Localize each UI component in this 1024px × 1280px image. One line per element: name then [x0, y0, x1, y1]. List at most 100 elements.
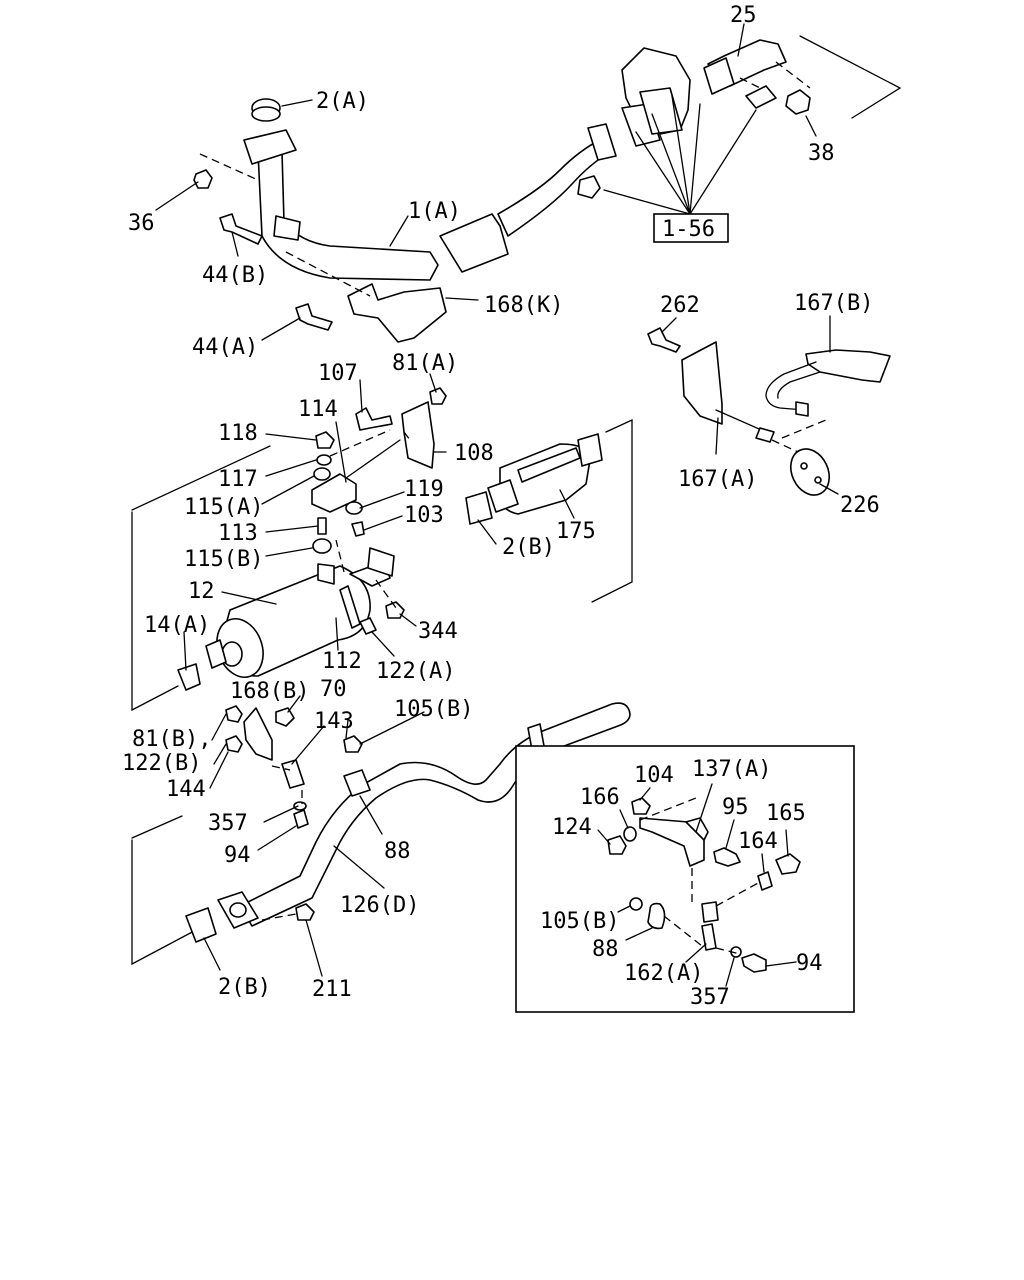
callout-262: 262 [660, 293, 700, 318]
front-pipe-flange [243, 129, 297, 165]
callout-12: 12 [188, 579, 215, 604]
callout-88-left: 88 [384, 839, 411, 864]
callout-167a: 167(A) [678, 467, 757, 492]
callout-105b-top: 105(B) [394, 697, 473, 722]
bolt-107 [355, 407, 393, 431]
manifold-flange-plate [639, 87, 683, 135]
muffler-assembly [131, 373, 633, 712]
callout-124: 124 [552, 815, 592, 840]
callout-103: 103 [404, 503, 444, 528]
callout-137a: 137(A) [692, 757, 771, 782]
callout-164: 164 [738, 829, 778, 854]
callout-labels: 25 2(A) 38 36 1(A) 1-56 44(B) 168(K) 44(… [122, 3, 880, 1010]
pin-164 [757, 871, 773, 891]
callout-36: 36 [128, 211, 155, 236]
callout-122a: 122(A) [376, 659, 455, 684]
callout-126d: 126(D) [340, 893, 419, 918]
callout-25: 25 [730, 3, 757, 28]
heat-shield-112 [339, 585, 361, 629]
callout-105b-inset: 105(B) [540, 909, 619, 934]
clamp-88-inset [647, 902, 666, 930]
pipe-clamp-bracket [273, 215, 301, 241]
callout-165: 165 [766, 801, 806, 826]
bracket-167b [805, 349, 891, 383]
callout-112: 112 [322, 649, 362, 674]
hanger-rod-tip [795, 401, 809, 417]
callout-94-left: 94 [224, 843, 251, 868]
callout-81a: 81(A) [392, 351, 458, 376]
muffler-inlet-flange [367, 547, 395, 577]
callout-226: 226 [840, 493, 880, 518]
nut-81b [225, 705, 243, 723]
bushing-inset [701, 901, 719, 923]
bracket-168k [347, 283, 447, 343]
bolt-94 [293, 809, 309, 829]
callout-1a: 1(A) [408, 199, 461, 224]
washer-357 [293, 801, 307, 811]
nut-36 [193, 169, 213, 189]
rubber-143 [281, 759, 305, 789]
callout-70: 70 [320, 677, 347, 702]
callout-117: 117 [218, 467, 258, 492]
nut-118 [315, 431, 335, 449]
stud-bolt [745, 85, 777, 109]
nut-105b [343, 735, 363, 753]
gasket-2b-bottom [185, 907, 217, 943]
callout-166: 166 [580, 785, 620, 810]
front-catalyst-body [439, 213, 509, 273]
callout-113: 113 [218, 521, 258, 546]
callout-108: 108 [454, 441, 494, 466]
callout-211: 211 [312, 977, 352, 1002]
rubber-105b-inset [629, 897, 643, 911]
bracket-114 [311, 473, 357, 513]
callout-44a: 44(A) [192, 335, 258, 360]
callout-168k: 168(K) [484, 293, 563, 318]
nut-81a [429, 387, 447, 405]
nut-211 [295, 903, 315, 921]
callout-107: 107 [318, 361, 358, 386]
spacer-113 [317, 517, 327, 535]
rear-hanger-assembly [647, 315, 891, 496]
bracket-168b [243, 707, 273, 761]
callout-95: 95 [722, 795, 749, 820]
callout-2b-mid: 2(B) [502, 535, 555, 560]
bolt-44b [219, 213, 263, 245]
catalyst-inlet [487, 479, 519, 513]
callout-357-inset: 357 [690, 985, 730, 1010]
muffler-hanger [317, 563, 335, 585]
hanger-rod-end [755, 427, 775, 443]
callout-44b: 44(B) [202, 263, 268, 288]
front-exhaust-assembly [155, 23, 902, 343]
catalyst-outlet-flange [577, 433, 603, 467]
nut-38 [785, 89, 811, 115]
washer-117 [316, 454, 332, 466]
callout-167b: 167(B) [794, 291, 873, 316]
callout-168b: 168(B) [230, 679, 309, 704]
callout-2a: 2(A) [316, 89, 369, 114]
callout-81b: 81(B), [132, 727, 211, 752]
callout-162a: 162(A) [624, 961, 703, 986]
callout-118: 118 [218, 421, 258, 446]
nut-124 [607, 835, 627, 855]
inset-frame [515, 745, 855, 1013]
bolt-95 [713, 847, 741, 867]
callout-119: 119 [404, 477, 444, 502]
callout-94-inset: 94 [796, 951, 823, 976]
callout-122b: 122(B) [122, 751, 201, 776]
bolt-103 [351, 521, 365, 537]
rubber-115b [312, 538, 332, 554]
rubber-119 [345, 501, 363, 515]
bolt-122a [359, 617, 377, 635]
nut-144 [225, 735, 243, 753]
clamp-88 [343, 769, 371, 797]
callout-88-inset: 88 [592, 937, 619, 962]
callout-115b: 115(B) [184, 547, 263, 572]
rubber-115a [313, 467, 331, 481]
detail-inset [515, 745, 855, 1013]
front-pipe-rear-flange [587, 123, 617, 161]
bracket-167a [681, 341, 723, 425]
gasket-14a [177, 663, 201, 691]
callout-144: 144 [166, 777, 206, 802]
callout-38: 38 [808, 141, 835, 166]
